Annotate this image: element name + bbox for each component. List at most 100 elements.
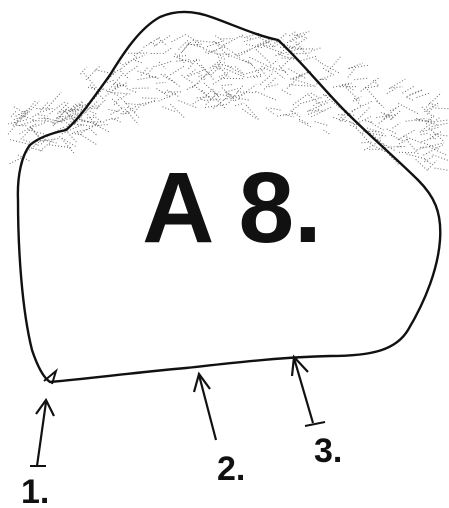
stipple-stroke <box>238 84 257 98</box>
stipple-stroke <box>170 103 186 119</box>
stipple-stroke <box>299 120 312 128</box>
stipple-stroke <box>332 83 352 88</box>
stipple-stroke <box>249 56 269 67</box>
stipple-stroke <box>390 110 402 121</box>
stipple-stroke <box>397 145 407 148</box>
stipple-stroke <box>76 102 89 110</box>
stipple-stroke <box>125 54 146 64</box>
stipple-stroke <box>255 90 277 101</box>
stipple-stroke <box>270 107 282 111</box>
stipple-stroke <box>259 73 273 85</box>
stipple-stroke <box>32 110 42 118</box>
marker-1-arrow-shaft <box>35 401 48 467</box>
stipple-stroke <box>310 92 320 99</box>
stipple-stroke <box>143 37 161 48</box>
stipple-stroke <box>298 118 310 125</box>
stipple-stroke <box>19 122 38 135</box>
stipple-stroke <box>383 106 398 120</box>
stipple-stroke <box>13 106 28 115</box>
stipple-stroke <box>427 160 438 170</box>
stipple-stroke <box>343 118 354 125</box>
stipple-stroke <box>200 64 216 82</box>
stipple-stroke <box>64 110 80 127</box>
stipple-stroke <box>196 95 212 99</box>
stipple-stroke <box>205 50 217 53</box>
stipple-stroke <box>120 92 129 100</box>
stipple-stroke <box>434 167 449 171</box>
stipple-stroke <box>122 111 131 115</box>
stipple-stroke <box>437 119 449 122</box>
stipple-stroke <box>205 103 228 108</box>
stipple-stroke <box>398 138 409 145</box>
stipple-stroke <box>378 115 390 124</box>
stipple-stroke <box>80 66 87 75</box>
marker-2-arrowhead <box>192 371 211 393</box>
stipple-stroke <box>406 89 424 98</box>
stipple-stroke <box>126 88 137 93</box>
stipple-stroke <box>376 100 385 108</box>
stipple-stroke <box>267 65 287 73</box>
stipple-stroke <box>380 112 394 120</box>
stipple-stroke <box>43 139 58 144</box>
stipple-stroke <box>61 138 75 154</box>
stipple-stroke <box>290 71 312 80</box>
stipple-stroke <box>279 48 300 55</box>
stipple-stroke <box>77 132 98 146</box>
stipple-stroke <box>376 114 397 118</box>
stipple-stroke <box>344 84 354 91</box>
stipple-stroke <box>415 159 429 172</box>
stipple-stroke <box>405 117 427 122</box>
stipple-stroke <box>223 67 245 78</box>
stipple-stroke <box>79 109 89 119</box>
stipple-stroke <box>181 74 194 84</box>
stipple-stroke <box>268 83 279 88</box>
stipple-stroke <box>88 106 101 110</box>
stipple-stroke <box>247 75 258 78</box>
stipple-stroke <box>354 97 362 107</box>
stipple-stroke <box>416 117 438 126</box>
stipple-stroke <box>188 57 199 70</box>
stipple-stroke <box>145 99 156 105</box>
stipple-stroke <box>178 55 187 57</box>
stipple-stroke <box>255 49 271 64</box>
stipple-stroke <box>265 107 275 115</box>
stipple-stroke <box>201 90 213 101</box>
stipple-stroke <box>235 48 251 56</box>
stipple-stroke <box>390 134 404 142</box>
stipple-stroke <box>365 120 374 123</box>
stipple-stroke <box>315 58 323 65</box>
stipple-stroke <box>313 104 321 112</box>
stipple-stroke <box>295 41 309 57</box>
stipple-stroke <box>88 127 99 137</box>
stipple-stroke <box>238 97 251 101</box>
stipple-stroke <box>254 75 263 78</box>
stipple-stroke <box>369 121 384 131</box>
stipple-stroke <box>18 120 36 127</box>
marker-1-arrowhead <box>35 397 55 417</box>
stipple-stroke <box>241 36 252 40</box>
stipple-stroke <box>228 54 249 64</box>
stipple-stroke <box>218 63 233 68</box>
stipple-stroke <box>290 104 301 112</box>
stipple-stroke <box>367 132 386 137</box>
stipple-stroke <box>58 102 69 113</box>
stipple-stroke <box>406 96 415 102</box>
cortex-stipple <box>7 30 449 172</box>
stipple-stroke <box>406 153 427 160</box>
stipple-stroke <box>405 138 420 155</box>
stipple-stroke <box>61 124 83 135</box>
stipple-stroke <box>403 135 424 144</box>
stipple-stroke <box>251 40 272 50</box>
stipple-stroke <box>360 77 380 92</box>
stipple-stroke <box>386 128 397 134</box>
stipple-stroke <box>402 85 415 94</box>
stipple-stroke <box>354 77 368 81</box>
stipple-stroke <box>121 55 138 69</box>
stipple-stroke <box>428 142 445 148</box>
stipple-stroke <box>137 76 157 81</box>
stipple-stroke <box>86 116 96 119</box>
stipple-stroke <box>213 65 222 71</box>
stipple-stroke <box>307 110 318 115</box>
marker-3-arrow-shaft <box>292 357 315 424</box>
stipple-stroke <box>345 87 360 101</box>
